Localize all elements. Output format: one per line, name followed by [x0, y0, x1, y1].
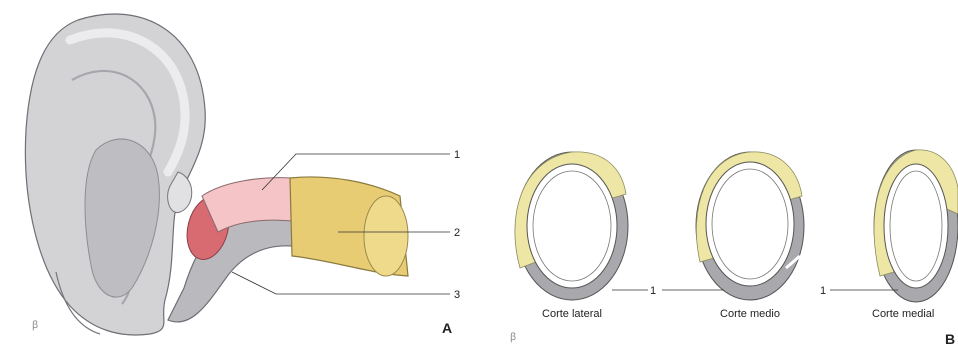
- callout-2-a: 2: [454, 227, 460, 239]
- section-medio: [696, 152, 804, 300]
- panel-a-label: A: [442, 320, 452, 336]
- publisher-mark-a: ꞵ: [32, 320, 38, 331]
- section-medial: [874, 150, 958, 302]
- medio-lumen: [712, 169, 788, 279]
- caption-lateral: Corte lateral: [542, 308, 602, 320]
- callout-3-a: 3: [454, 289, 460, 301]
- panel-b-label: B: [945, 331, 955, 347]
- callout-1-b-right: 1: [820, 285, 826, 297]
- leader-3-a: [232, 272, 450, 294]
- callout-1-a: 1: [454, 149, 460, 161]
- panel-a: 1 2 3 ꞵ A: [25, 14, 460, 336]
- lateral-lumen: [533, 171, 611, 281]
- panel-b: 1 1 Corte lateral Corte medio Corte medi…: [510, 150, 958, 347]
- caption-medial: Corte medial: [872, 308, 934, 320]
- caption-medio: Corte medio: [720, 308, 780, 320]
- callout-1-b: 1: [650, 285, 656, 297]
- medial-lumen: [890, 171, 942, 281]
- section-lateral: [515, 152, 628, 300]
- tympanic-end: [364, 196, 408, 276]
- publisher-mark-b: ꞵ: [510, 332, 516, 343]
